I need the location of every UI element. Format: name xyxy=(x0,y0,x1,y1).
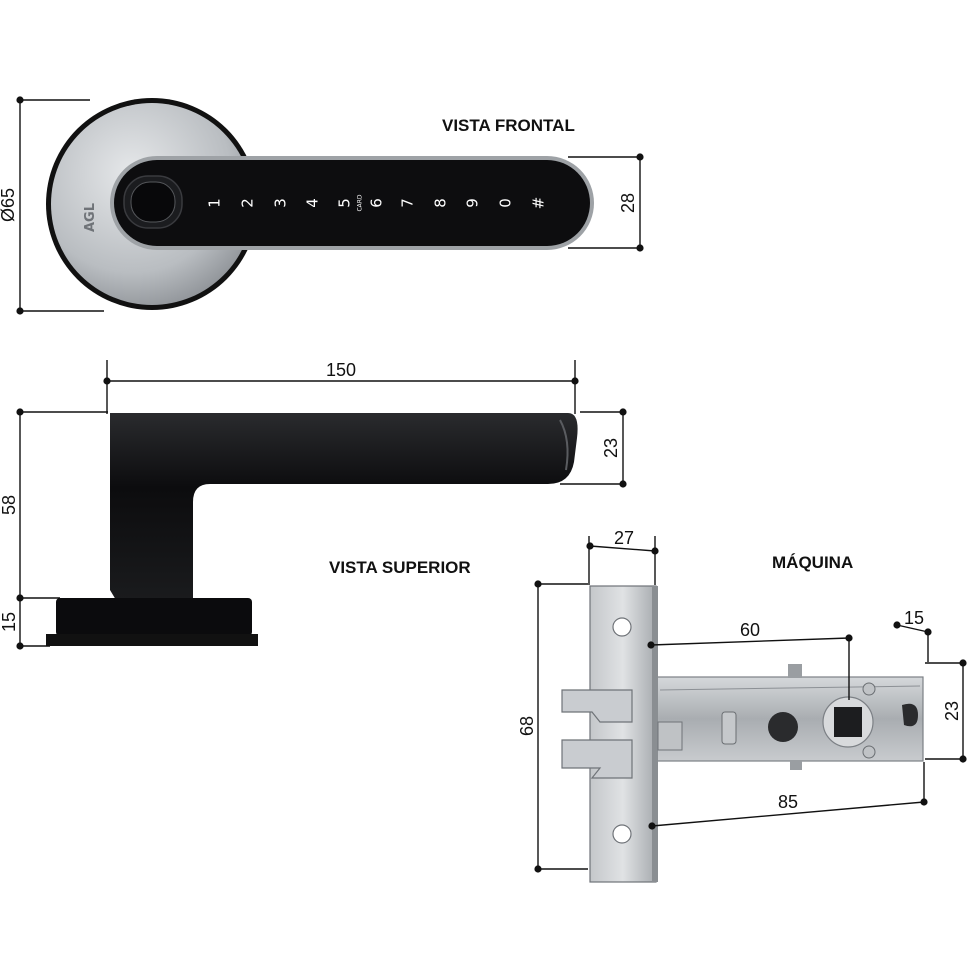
label-body-height: 23 xyxy=(942,701,962,721)
label-body-length: 85 xyxy=(778,792,798,812)
latch-rivet-bottom xyxy=(862,745,876,759)
latch-body-fold-line xyxy=(659,685,921,691)
keypad-key-0: 0 xyxy=(497,198,515,208)
dimension-lever-thickness: 23 xyxy=(560,408,627,488)
label-bolt-projection: 15 xyxy=(904,608,924,628)
dimension-handle-length: 150 xyxy=(103,360,579,414)
heading-front-view: VISTA FRONTAL xyxy=(442,116,575,135)
latch-top-tab xyxy=(788,664,802,678)
dimension-rosette-depth: 15 xyxy=(0,598,50,650)
label-rosette-depth: 15 xyxy=(0,612,19,632)
faceplate-screw-hole-top xyxy=(612,617,632,637)
dimension-bolt-projection: 15 xyxy=(893,608,932,662)
top-view: VISTA SUPERIOR 150 23 xyxy=(0,360,627,650)
heading-latch-view: MÁQUINA xyxy=(772,553,853,572)
keypad-key-7: 7 xyxy=(399,198,417,208)
keypad-key-2: 2 xyxy=(239,198,257,208)
latch-round-hole xyxy=(768,712,798,742)
label-total-depth: 58 xyxy=(0,495,19,515)
spindle-square-hole xyxy=(834,707,862,737)
faceplate-screw-hole-bottom xyxy=(612,824,632,844)
keypad-card-label: CARD xyxy=(357,194,364,211)
brand-logo-text: AGL xyxy=(83,203,98,232)
dimension-total-depth: 58 xyxy=(0,408,108,602)
faceplate-edge xyxy=(652,586,658,882)
label-rosette-diameter: Ø65 xyxy=(0,188,18,222)
label-faceplate-width: 27 xyxy=(614,528,634,548)
dimension-handle-height: 28 xyxy=(568,153,644,252)
keypad-key-3: 3 xyxy=(272,198,290,208)
label-lever-thickness: 23 xyxy=(601,438,621,458)
keypad-key-8: 8 xyxy=(432,198,450,208)
label-handle-height: 28 xyxy=(618,193,638,213)
latch-bottom-tab xyxy=(790,760,802,770)
dimension-body-length: 85 xyxy=(648,762,928,830)
lever-side-profile xyxy=(110,413,578,600)
latch-view: MÁQUINA 27 xyxy=(517,528,967,883)
rosette-base-flange xyxy=(46,634,258,646)
label-backset: 60 xyxy=(740,620,760,640)
latch-bolt-bottom xyxy=(561,739,633,779)
keypad-key-6: 6 xyxy=(368,198,386,208)
front-view: VISTA FRONTAL AGL 1 2 3 4 5 CARD 6 7 8 9… xyxy=(0,96,644,315)
keypad-key-9: 9 xyxy=(464,198,482,208)
lever-edge-highlight xyxy=(559,419,569,471)
fingerprint-sensor-icon xyxy=(130,181,176,223)
heading-top-view: VISTA SUPERIOR xyxy=(329,558,471,577)
label-handle-length: 150 xyxy=(326,360,356,380)
rosette-base xyxy=(56,598,252,636)
dimension-faceplate-width: 27 xyxy=(586,528,659,585)
dimension-body-height: 23 xyxy=(925,659,967,763)
dimension-rosette-diameter: Ø65 xyxy=(0,96,104,315)
latch-rivet-top xyxy=(862,682,876,696)
latch-bolt-tail xyxy=(657,721,683,751)
keypad-key-5: 5 xyxy=(336,198,354,208)
keypad: 1 2 3 4 5 CARD 6 7 8 9 0 # xyxy=(206,194,548,211)
keypad-key-1: 1 xyxy=(206,198,224,208)
latch-bolt-top xyxy=(561,689,633,723)
handle-body xyxy=(114,160,590,246)
keypad-key-4: 4 xyxy=(304,198,322,208)
latch-end-notch xyxy=(902,703,918,727)
keypad-key-hash: # xyxy=(530,197,548,210)
dimension-backset: 60 xyxy=(647,620,853,700)
latch-slot xyxy=(721,711,737,745)
dimension-faceplate-height: 68 xyxy=(517,580,588,873)
label-faceplate-height: 68 xyxy=(517,716,537,736)
